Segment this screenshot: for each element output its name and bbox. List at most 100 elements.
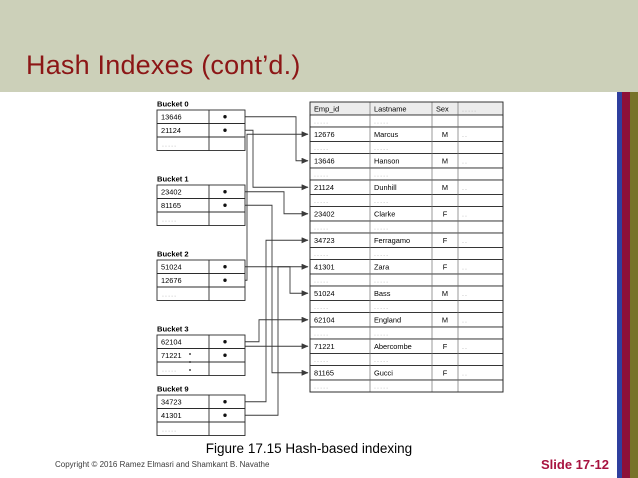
vertical-ellipsis-dot xyxy=(189,369,191,371)
table-ellipsis-row: ..... xyxy=(374,331,389,338)
table-column-header: ..... xyxy=(462,106,477,113)
bucket-entry-pointer xyxy=(223,203,227,207)
table-cell: 62104 xyxy=(314,316,335,325)
page-title: Hash Indexes (cont’d.) xyxy=(26,50,301,80)
bucket-record-pointer-line xyxy=(225,116,309,164)
table-cell: M xyxy=(442,289,448,298)
table-ellipsis-row: ..... xyxy=(374,172,389,179)
bucket-entry-key: 71221 xyxy=(161,351,182,360)
table-cell: 12676 xyxy=(314,130,335,139)
bucket-entry-key: 13646 xyxy=(161,112,182,121)
table-cell: 41301 xyxy=(314,263,335,272)
bucket-record-pointer-line xyxy=(225,237,309,403)
table-cell: 34723 xyxy=(314,236,335,245)
bucket-label: Bucket 9 xyxy=(157,385,189,394)
bucket-entry-key: 62104 xyxy=(161,337,182,346)
bucket-entry-pointer xyxy=(223,128,227,132)
bucket-filler-row: ..... xyxy=(162,291,177,298)
bucket-label: Bucket 0 xyxy=(157,100,189,109)
bucket-entry-key: 21124 xyxy=(161,126,181,135)
table-ellipsis-row: ..... xyxy=(374,119,389,126)
table-column-header: Emp_id xyxy=(314,104,339,113)
table-cell: Clarke xyxy=(374,210,395,219)
table-column-header: Sex xyxy=(436,104,449,113)
bucket-entry-pointer xyxy=(223,115,227,119)
table-ellipsis-row: ..... xyxy=(314,251,329,258)
table-cell: .. xyxy=(462,344,468,351)
table-ellipsis-row: ..... xyxy=(374,145,389,152)
table-ellipsis-row: ..... xyxy=(374,357,389,364)
bucket-filler-row: ..... xyxy=(162,426,177,433)
table-cell: Hanson xyxy=(374,157,399,166)
table-cell: F xyxy=(443,369,448,378)
table-cell: M xyxy=(442,316,448,325)
bucket-group: Bucket 0 13646 21124..... xyxy=(156,100,246,151)
bucket-record-pointer-line xyxy=(225,204,309,376)
table-cell: .. xyxy=(462,185,468,192)
bucket-entry-pointer xyxy=(223,190,227,194)
table-cell: 13646 xyxy=(314,157,335,166)
bucket-entry-key: 12676 xyxy=(161,276,182,285)
table-cell: Dunhill xyxy=(374,183,397,192)
edge-stripe-olive xyxy=(630,92,638,478)
table-cell: Ferragamo xyxy=(374,236,410,245)
table-cell: Marcus xyxy=(374,130,399,139)
table-cell: M xyxy=(442,130,448,139)
vertical-ellipsis-dot xyxy=(189,361,191,363)
table-ellipsis-row: ..... xyxy=(314,119,329,126)
table-cell: Zara xyxy=(374,263,390,272)
table-cell: .. xyxy=(462,371,468,378)
vertical-ellipsis-dot xyxy=(189,353,191,355)
bucket-entry-pointer xyxy=(223,353,227,357)
bucket-entry-pointer xyxy=(223,278,227,282)
table-ellipsis-row: ..... xyxy=(374,304,389,311)
table-ellipsis-row: ..... xyxy=(314,304,329,311)
bucket-filler-row: ..... xyxy=(162,366,177,373)
table-cell: 81165 xyxy=(314,369,334,378)
bucket-record-pointer-line xyxy=(225,263,309,416)
table-cell: Bass xyxy=(374,289,391,298)
table-ellipsis-row: ..... xyxy=(314,357,329,364)
slide-header-band xyxy=(0,0,638,92)
table-ellipsis-row: ..... xyxy=(314,384,329,391)
bucket-group: Bucket 2 51024 12676..... xyxy=(156,250,246,301)
bucket-record-pointer-line xyxy=(225,266,309,297)
bucket-entry-pointer xyxy=(223,400,227,404)
bucket-entry-pointer xyxy=(223,413,227,417)
table-cell: 51024 xyxy=(314,289,335,298)
table-ellipsis-row: ..... xyxy=(314,145,329,152)
bucket-group: Bucket 3 62104 71221..... xyxy=(156,325,246,376)
bucket-group: Bucket 12340281165..... xyxy=(156,175,246,226)
table-cell: M xyxy=(442,157,448,166)
table-cell: .. xyxy=(462,132,468,139)
bucket-entry-pointer xyxy=(223,340,227,344)
table-ellipsis-row: ..... xyxy=(314,198,329,205)
table-cell: M xyxy=(442,183,448,192)
copyright-notice: Copyright © 2016 Ramez Elmasri and Shamk… xyxy=(55,460,270,469)
bucket-entry-key: 81165 xyxy=(161,201,181,210)
table-ellipsis-row: ..... xyxy=(374,384,389,391)
bucket-group: Bucket 93472341301..... xyxy=(156,385,246,436)
edge-stripe-blue xyxy=(617,92,622,478)
figure-caption: Figure 17.15 Hash-based indexing xyxy=(205,441,413,456)
table-cell: Abercombe xyxy=(374,342,412,351)
bucket-record-pointer-line xyxy=(225,191,309,217)
table-cell: England xyxy=(374,316,401,325)
bucket-filler-row: ..... xyxy=(162,141,177,148)
table-cell: 21124 xyxy=(314,183,334,192)
table-cell: .. xyxy=(462,212,468,219)
table-cell: 71221 xyxy=(314,342,335,351)
table-cell: F xyxy=(443,236,448,245)
bucket-entry-key: 34723 xyxy=(161,397,182,406)
table-cell: F xyxy=(443,210,448,219)
table-cell: .. xyxy=(462,238,468,245)
table-ellipsis-row: ..... xyxy=(314,331,329,338)
bucket-entry-key: 51024 xyxy=(161,262,182,271)
bucket-label: Bucket 2 xyxy=(157,250,189,259)
table-ellipsis-row: ..... xyxy=(314,225,329,232)
table-ellipsis-row: ..... xyxy=(374,225,389,232)
bucket-label: Bucket 3 xyxy=(157,325,189,334)
